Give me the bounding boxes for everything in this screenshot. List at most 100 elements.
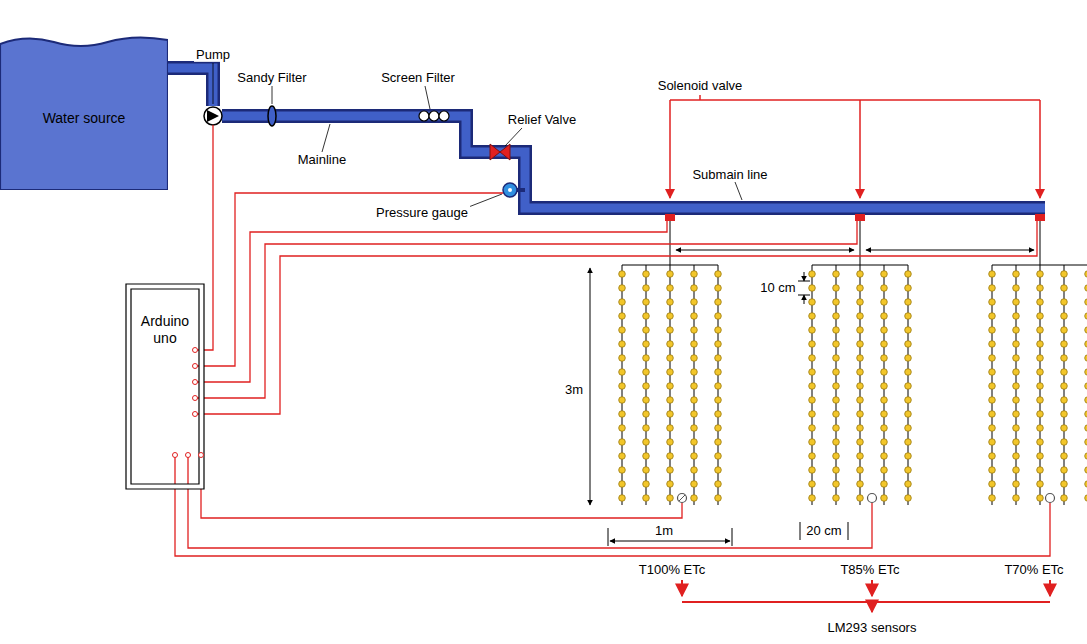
emitter [857,411,864,418]
pin [173,453,178,458]
emitter [809,341,816,348]
emitter [857,271,864,278]
emitter [881,369,888,376]
emitter [1013,481,1020,488]
emitter [1013,355,1020,362]
emitter [1037,439,1044,446]
emitter [989,411,996,418]
emitter [619,341,626,348]
pin [199,453,204,458]
emitter [667,495,674,502]
emitter [833,299,840,306]
emitter [1013,467,1020,474]
emitter [691,271,698,278]
emitter [1061,285,1068,292]
emitter [667,425,674,432]
emitter [989,397,996,404]
emitter [1061,481,1068,488]
pressure-gauge [508,188,512,192]
emitter [691,453,698,460]
emitter [643,425,650,432]
emitter [691,411,698,418]
emitter [881,495,888,502]
emitter [1037,341,1044,348]
emitter [1037,495,1044,502]
emitter [1013,425,1020,432]
part-label: Solenoid valve [656,79,745,93]
emitter [643,495,650,502]
pin [193,380,198,385]
emitter [1061,495,1068,502]
emitter [1013,411,1020,418]
pump-symbol [204,107,222,125]
emitter [619,411,626,418]
emitter [1085,285,1087,292]
emitter [1037,481,1044,488]
emitter [881,481,888,488]
part-label: Screen Filter [379,71,457,85]
emitter [1013,453,1020,460]
emitter [989,481,996,488]
emitter [619,481,626,488]
emitter [857,313,864,320]
emitter [643,383,650,390]
emitter [1013,285,1020,292]
emitter [619,425,626,432]
soil-sensor [678,494,1055,503]
emitter [833,439,840,446]
emitter [715,453,722,460]
emitter [691,327,698,334]
emitter [989,299,996,306]
emitter [691,285,698,292]
emitter [833,411,840,418]
emitter [715,495,722,502]
sandy-filter [268,106,276,126]
emitter [1061,383,1068,390]
pipe-network [150,68,1045,208]
emitter [809,439,816,446]
emitter [809,355,816,362]
emitter [857,467,864,474]
emitter [643,285,650,292]
part-label: Relief Valve [506,113,578,127]
emitter [857,299,864,306]
emitter [715,285,722,292]
emitter [989,341,996,348]
emitter [643,411,650,418]
emitter [905,453,912,460]
emitter [809,425,816,432]
emitter [857,481,864,488]
emitter [691,425,698,432]
sensor-arrows [682,580,1050,612]
emitter [857,327,864,334]
treatment-label: T70% ETc [1002,563,1065,577]
emitter [809,481,816,488]
emitter [1013,369,1020,376]
pin [193,348,198,353]
pin [193,364,198,369]
emitter [715,425,722,432]
emitter [691,397,698,404]
emitter [643,327,650,334]
emitter [1037,467,1044,474]
emitter [905,299,912,306]
emitter [809,285,816,292]
emitter [833,341,840,348]
emitter [989,495,996,502]
emitter [667,439,674,446]
emitter [619,285,626,292]
emitter [619,327,626,334]
lateral-connection [670,221,1040,265]
emitter [989,271,996,278]
emitter [1085,425,1087,432]
emitter [809,299,816,306]
emitter [833,271,840,278]
emitter [1037,453,1044,460]
emitter [1013,397,1020,404]
emitter [1085,467,1087,474]
emitter [989,425,996,432]
emitter [989,467,996,474]
emitter [715,369,722,376]
emitter [833,285,840,292]
emitter [619,313,626,320]
